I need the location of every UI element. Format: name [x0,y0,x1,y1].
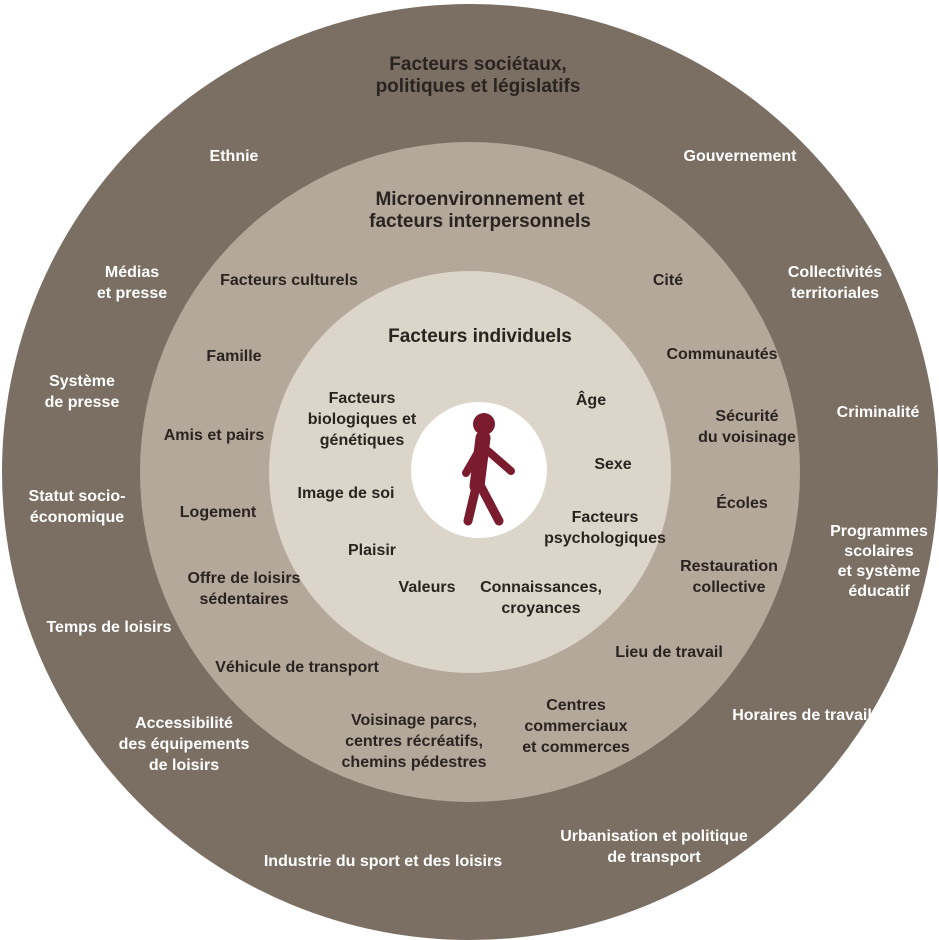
inner-factor-plaisir: Plaisir [348,542,396,559]
middle-factor-communautes: Communautés [666,346,777,363]
inner-factor-valeurs: Valeurs [399,579,456,596]
middle-factor-logement: Logement [180,504,257,521]
outer-ring-title: Facteurs sociétaux,politiques et législa… [376,54,581,97]
middle-factor-vehicule: Véhicule de transport [215,659,379,676]
walking-person-icon [462,413,515,526]
outer-factor-temps-loisirs: Temps de loisirs [46,619,171,636]
middle-factor-cite: Cité [653,272,683,289]
middle-factor-famille: Famille [206,348,261,365]
middle-factor-amis: Amis et pairs [164,427,265,444]
middle-factor-ecoles: Écoles [716,493,768,512]
inner-factor-connaissances: Connaissances,croyances [480,579,602,617]
inner-factor-image: Image de soi [298,485,395,502]
outer-factor-horaires: Horaires de travail [732,707,872,724]
inner-factor-sexe: Sexe [594,456,631,473]
outer-factor-criminalite: Criminalité [837,404,920,421]
outer-factor-industrie: Industrie du sport et des loisirs [264,853,502,870]
outer-factor-statut: Statut socio-économique [29,488,126,526]
middle-factor-lieu-travail: Lieu de travail [615,644,723,661]
middle-factor-culturels: Facteurs culturels [220,272,358,289]
outer-factor-ethnie: Ethnie [210,148,259,165]
middle-factor-voisinage: Voisinage parcs,centres récréatifs,chemi… [342,712,487,771]
inner-factor-age: Âge [576,390,606,409]
outer-factor-gouvernement: Gouvernement [684,148,798,165]
inner-ring-title: Facteurs individuels [388,326,572,347]
